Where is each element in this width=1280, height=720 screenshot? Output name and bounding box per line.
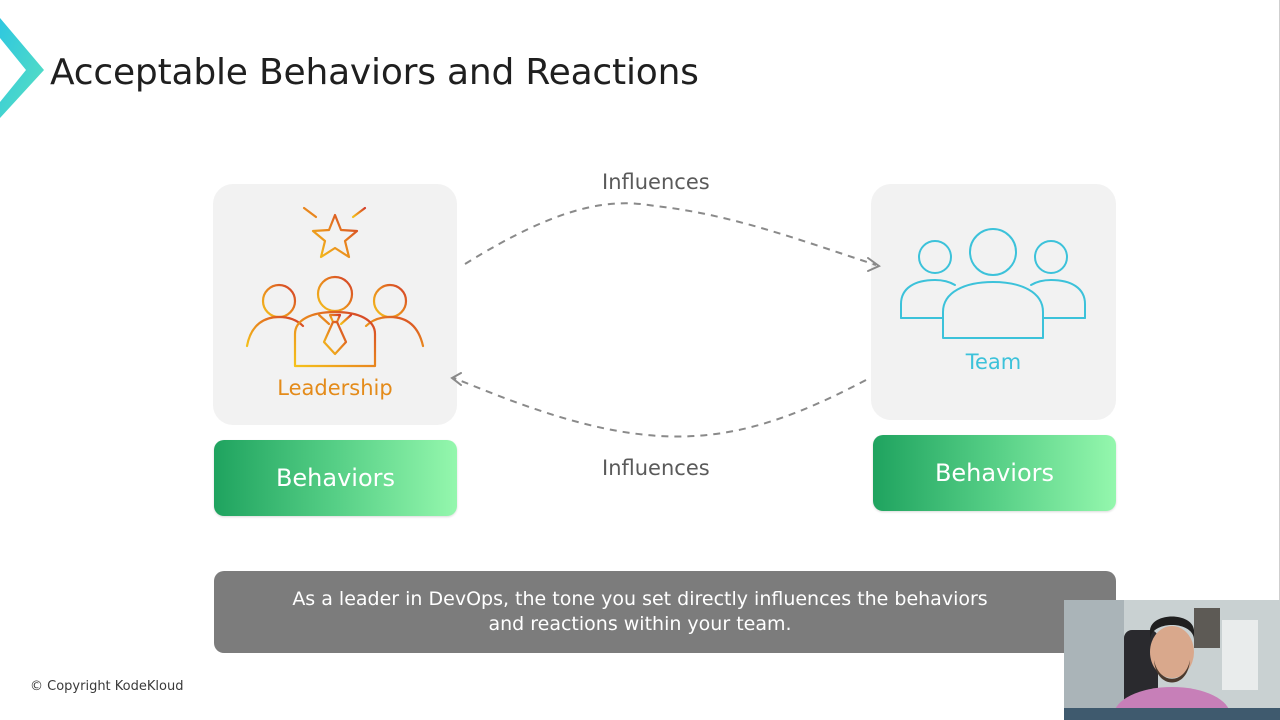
leadership-behaviors-box: Behaviors [214, 440, 457, 516]
bottom-arrowhead-icon [450, 372, 462, 386]
top-arrowhead-icon [867, 257, 881, 272]
bottom-influence-arrow [453, 377, 867, 438]
leadership-group-star-icon [245, 189, 425, 368]
caption-text: As a leader in DevOps, the tone you set … [292, 588, 988, 635]
top-influence-arrow [464, 202, 877, 266]
copyright-text: © Copyright KodeKloud [30, 679, 184, 694]
slide-title: Acceptable Behaviors and Reactions [50, 52, 699, 93]
presenter-image [1064, 600, 1280, 720]
kodekloud-logo-mark [0, 18, 44, 118]
bottom-influences-label: Influences [602, 456, 710, 480]
team-group-icon [900, 228, 1086, 339]
team-card: Team [871, 184, 1116, 420]
team-behaviors-box: Behaviors [873, 435, 1116, 511]
team-label: Team [965, 350, 1022, 374]
caption-box: As a leader in DevOps, the tone you set … [214, 571, 1116, 653]
top-influences-label: Influences [602, 170, 710, 194]
presenter-webcam-video [1064, 600, 1280, 720]
leadership-card: Leadership [213, 184, 457, 425]
leadership-label: Leadership [277, 376, 393, 400]
